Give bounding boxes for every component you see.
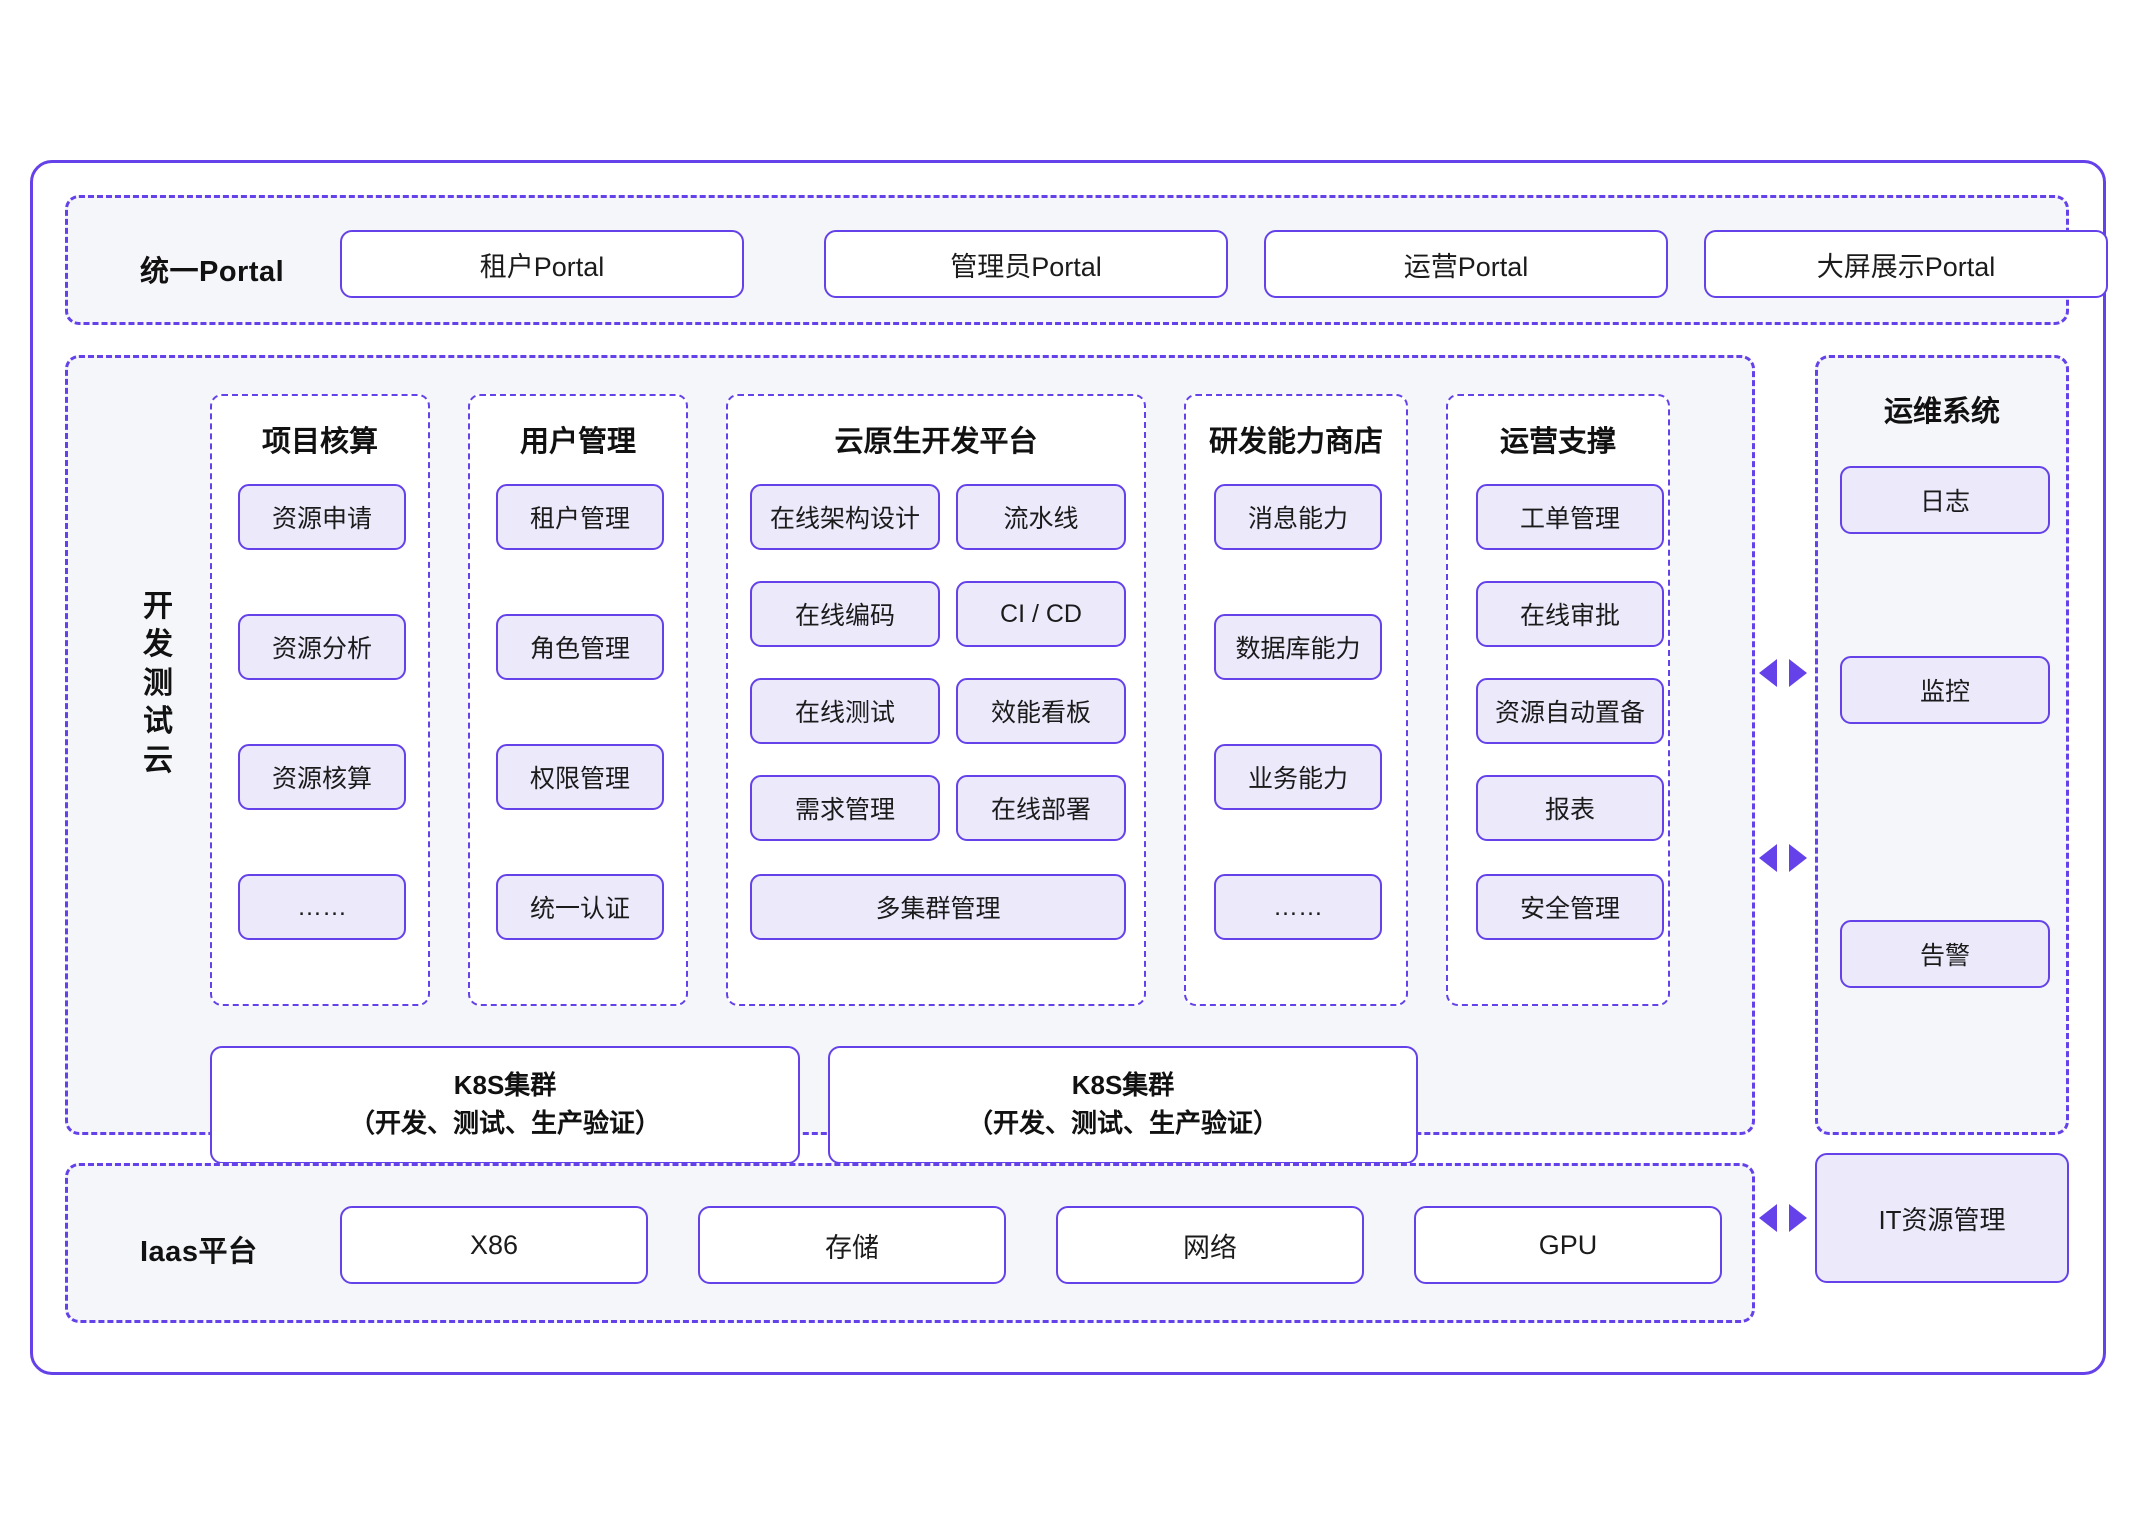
tile-automatic-resource-provisioning[interactable]: 资源自动置备: [1476, 678, 1664, 744]
k8s-cluster-title-2: K8S集群: [1071, 1070, 1175, 1101]
tile-unified-authentication[interactable]: 统一认证: [496, 874, 664, 940]
ops-system-band: 运维系统 日志 监控 告警: [1815, 355, 2069, 1135]
group-title-user-management: 用户管理: [519, 426, 636, 458]
k8s-cluster-box-2: K8S集群 （开发、测试、生产验证）: [828, 1046, 1418, 1164]
tile-tenant-management[interactable]: 租户管理: [496, 484, 664, 550]
group-user-management: 用户管理 租户管理 角色管理 权限管理 统一认证: [468, 394, 688, 1006]
tile-reports[interactable]: 报表: [1476, 775, 1664, 841]
arrow-left-icon: [1759, 659, 1777, 687]
arrow-left-icon: [1759, 844, 1777, 872]
tile-multi-cluster-management[interactable]: 多集群管理: [750, 874, 1126, 940]
tile-resource-accounting[interactable]: 资源核算: [238, 744, 406, 810]
iaas-chip-x86[interactable]: X86: [340, 1206, 648, 1284]
ops-system-title: 运维系统: [1883, 396, 2000, 428]
tile-online-testing[interactable]: 在线测试: [750, 678, 940, 744]
bidirectional-arrow-icon-iaas: [1759, 1203, 1807, 1233]
dev-test-cloud-band: 开发测试云 项目核算 资源申请 资源分析 资源核算 …… 用户管理 租户管理 角…: [65, 355, 1755, 1164]
group-cloud-native-platform: 云原生开发平台 在线架构设计 在线编码 在线测试 需求管理 流水线 CI / C…: [726, 394, 1146, 1006]
k8s-cluster-title-1: K8S集群: [453, 1070, 557, 1101]
tile-monitoring[interactable]: 监控: [1840, 656, 2050, 724]
iaas-platform-label: Iaas平台: [140, 1236, 258, 1268]
group-title-operations-support: 运营支撑: [1499, 426, 1616, 458]
portal-chip-operations[interactable]: 运营Portal: [1264, 230, 1668, 298]
tile-online-architecture-design[interactable]: 在线架构设计: [750, 484, 940, 550]
portal-chip-tenant[interactable]: 租户Portal: [340, 230, 744, 298]
tile-pipeline[interactable]: 流水线: [956, 484, 1126, 550]
tile-more-project-accounting[interactable]: ……: [238, 874, 406, 940]
tile-message-capability[interactable]: 消息能力: [1214, 484, 1382, 550]
bidirectional-arrow-icon-ops-bottom: [1759, 843, 1807, 873]
arrow-left-icon: [1759, 1204, 1777, 1232]
unified-portal-label: 统一Portal: [140, 256, 285, 288]
iaas-chip-storage[interactable]: 存储: [698, 1206, 1006, 1284]
tile-ticket-management[interactable]: 工单管理: [1476, 484, 1664, 550]
group-rnd-capability-store: 研发能力商店 消息能力 数据库能力 业务能力 ……: [1184, 394, 1408, 1006]
unified-portal-band: 统一Portal 租户Portal 管理员Portal 运营Portal 大屏展…: [65, 195, 2108, 325]
tile-security-management[interactable]: 安全管理: [1476, 874, 1664, 940]
group-title-cloud-native-platform: 云原生开发平台: [834, 426, 1038, 458]
portal-chip-bigscreen[interactable]: 大屏展示Portal: [1704, 230, 2108, 298]
k8s-cluster-subtitle-1: （开发、测试、生产验证）: [348, 1108, 661, 1138]
it-resource-management-box[interactable]: IT资源管理: [1815, 1153, 2069, 1283]
tile-ci-cd[interactable]: CI / CD: [956, 581, 1126, 647]
iaas-chip-gpu[interactable]: GPU: [1414, 1206, 1722, 1284]
arrow-right-icon: [1789, 1204, 1807, 1232]
iaas-chip-network[interactable]: 网络: [1056, 1206, 1364, 1284]
portal-chip-admin[interactable]: 管理员Portal: [824, 230, 1228, 298]
tile-online-approval[interactable]: 在线审批: [1476, 581, 1664, 647]
tile-database-capability[interactable]: 数据库能力: [1214, 614, 1382, 680]
tile-resource-analysis[interactable]: 资源分析: [238, 614, 406, 680]
k8s-cluster-box-1: K8S集群 （开发、测试、生产验证）: [210, 1046, 800, 1164]
iaas-platform-band: Iaas平台 X86 存储 网络 GPU: [65, 1163, 1755, 1323]
tile-business-capability[interactable]: 业务能力: [1214, 744, 1382, 810]
bidirectional-arrow-icon-ops-top: [1759, 658, 1807, 688]
k8s-cluster-subtitle-2: （开发、测试、生产验证）: [966, 1108, 1279, 1138]
tile-more-capability[interactable]: ……: [1214, 874, 1382, 940]
architecture-diagram-frame: 统一Portal 租户Portal 管理员Portal 运营Portal 大屏展…: [30, 160, 2108, 1375]
tile-logs[interactable]: 日志: [1840, 466, 2050, 534]
tile-online-coding[interactable]: 在线编码: [750, 581, 940, 647]
tile-alerting[interactable]: 告警: [1840, 920, 2050, 988]
tile-requirement-management[interactable]: 需求管理: [750, 775, 940, 841]
tile-efficiency-dashboard[interactable]: 效能看板: [956, 678, 1126, 744]
tile-permission-management[interactable]: 权限管理: [496, 744, 664, 810]
group-operations-support: 运营支撑 工单管理 在线审批 资源自动置备 报表 安全管理: [1446, 394, 1670, 1006]
arrow-right-icon: [1789, 844, 1807, 872]
tile-role-management[interactable]: 角色管理: [496, 614, 664, 680]
tile-resource-application[interactable]: 资源申请: [238, 484, 406, 550]
group-title-rnd-capability-store: 研发能力商店: [1208, 426, 1383, 458]
tile-online-deployment[interactable]: 在线部署: [956, 775, 1126, 841]
dev-test-cloud-side-label: 开发测试云: [143, 590, 173, 777]
group-project-accounting: 项目核算 资源申请 资源分析 资源核算 ……: [210, 394, 430, 1006]
group-title-project-accounting: 项目核算: [261, 426, 378, 458]
arrow-right-icon: [1789, 659, 1807, 687]
